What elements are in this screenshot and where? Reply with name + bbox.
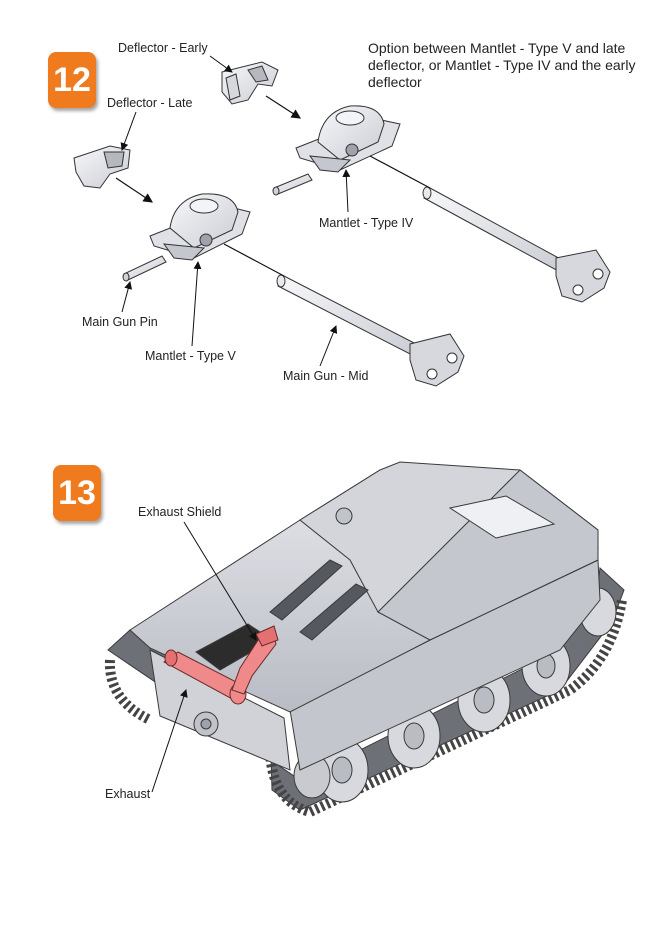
deflector-late-part [73, 145, 131, 189]
step-13-badge: 13 [53, 465, 101, 521]
label-deflector-early: Deflector - Early [118, 41, 208, 55]
label-mantlet-type-v: Mantlet - Type V [145, 349, 236, 363]
mantlet-type-iv-part [295, 105, 401, 173]
main-gun-pin-upper [272, 173, 313, 196]
step-12-badge: 12 [48, 52, 96, 108]
main-gun-upper-part [422, 186, 611, 303]
step-12-option-note: Option between Mantlet - Type V and late… [368, 40, 636, 90]
label-mantlet-type-iv: Mantlet - Type IV [319, 216, 414, 230]
label-exhaust-shield: Exhaust Shield [138, 505, 222, 519]
label-deflector-late: Deflector - Late [107, 96, 193, 110]
exhaust-shield-highlight-part [231, 625, 279, 695]
step13-leader-lines [151, 521, 257, 793]
main-gun-pin-part [122, 255, 167, 282]
label-exhaust: Exhaust [105, 787, 151, 801]
step12-arrows [115, 95, 431, 277]
tank-model [104, 461, 627, 818]
main-gun-mid-part [276, 274, 465, 387]
label-main-gun-pin: Main Gun Pin [82, 315, 158, 329]
mantlet-type-v-part [149, 193, 251, 261]
step12-leader-lines [120, 55, 351, 367]
label-main-gun-mid: Main Gun - Mid [283, 369, 369, 383]
deflector-early-part [221, 61, 279, 105]
